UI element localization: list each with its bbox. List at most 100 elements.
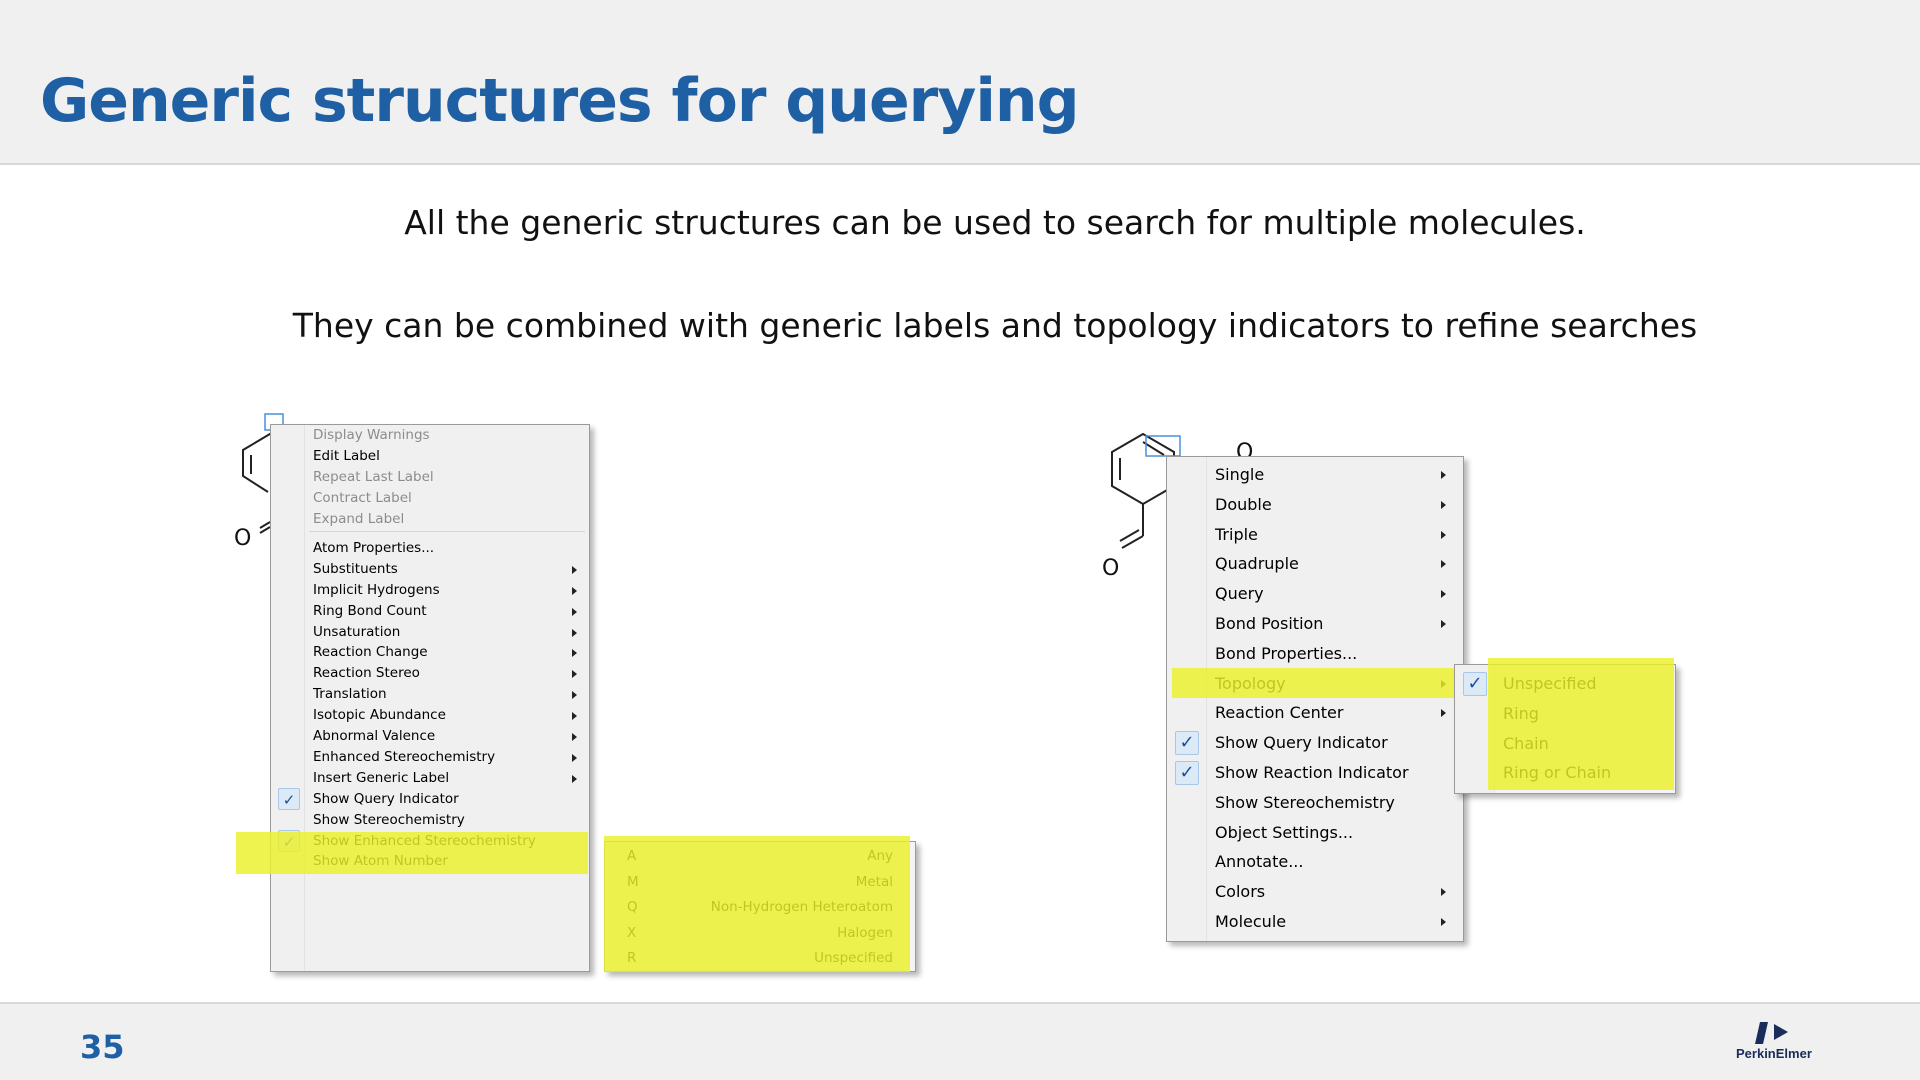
menu-item-repeat-last-label[interactable]: Repeat Last Label [271, 465, 589, 490]
menu-item-isotopic-abundance[interactable]: Isotopic Abundance [271, 703, 589, 728]
checkmark-icon: ✓ [1175, 731, 1199, 756]
submenu-arrow-icon [572, 670, 577, 678]
submenu-arrow-icon [1441, 888, 1446, 897]
menu-item-label: Annotate... [1215, 852, 1304, 872]
menu-item-label: Ring Bond Count [313, 603, 427, 619]
submenu-arrow-icon [1441, 560, 1446, 569]
menu-item-translation[interactable]: Translation [271, 682, 589, 707]
submenu-arrow-icon [572, 566, 577, 574]
menu-item-implicit-hydrogens[interactable]: Implicit Hydrogens [271, 578, 589, 603]
menu-item-label: Double [1215, 494, 1272, 514]
slide-header: Generic structures for querying [0, 0, 1920, 165]
menu-item-label: Isotopic Abundance [313, 707, 446, 723]
menu-item-label: Bond Properties... [1215, 643, 1358, 663]
menu-item-label: Show Query Indicator [313, 791, 459, 807]
submenu-arrow-icon [572, 587, 577, 595]
left-molecule-oxygen: O [234, 526, 252, 551]
bond-menu-item-quadruple[interactable]: Quadruple [1167, 549, 1463, 579]
submenu-arrow-icon [1441, 620, 1446, 628]
menu-item-label: Translation [313, 686, 387, 702]
highlight-topology [1172, 668, 1454, 698]
menu-item-label: Enhanced Stereochemistry [313, 749, 496, 765]
menu-gutter [1167, 457, 1207, 941]
menu-item-label: Abnormal Valence [313, 728, 436, 744]
menu-item-label: Molecule [1215, 912, 1287, 931]
menu-item-label: Object Settings... [1215, 822, 1354, 842]
perkinelmer-logo [1755, 1022, 1788, 1044]
menu-item-ring-bond-count[interactable]: Ring Bond Count [271, 599, 589, 624]
menu-item-display-warnings[interactable]: Display Warnings [271, 423, 589, 448]
submenu-arrow-icon [1441, 530, 1446, 539]
menu-item-reaction-change[interactable]: Reaction Change [271, 640, 589, 665]
menu-item-label: Reaction Change [313, 644, 428, 660]
bond-menu-item-object-settings[interactable]: Object Settings... [1167, 818, 1463, 848]
menu-item-label: Implicit Hydrogens [313, 582, 440, 598]
bond-menu-item-show-query-indicator[interactable]: ✓ Show Query Indicator [1167, 728, 1463, 758]
menu-item-insert-generic-label[interactable]: Insert Generic Label [271, 766, 589, 791]
bond-menu-item-molecule[interactable]: Molecule [1167, 907, 1463, 937]
menu-item-label: Colors [1215, 882, 1266, 902]
highlight-generic-label-submenu [604, 836, 910, 972]
menu-item-label: Triple [1215, 524, 1258, 544]
menu-item-label: Atom Properties... [313, 540, 435, 556]
menu-item-label: Insert Generic Label [313, 770, 450, 786]
bond-menu-item-bond-properties[interactable]: Bond Properties... [1167, 639, 1463, 669]
bond-menu-item-query[interactable]: Query [1167, 579, 1463, 609]
submenu-arrow-icon [572, 608, 577, 616]
right-molecule-oxygen-left: O [1102, 556, 1120, 581]
checkmark-icon: ✓ [1175, 761, 1199, 785]
menu-item-reaction-stereo[interactable]: Reaction Stereo [271, 661, 589, 686]
menu-item-contract-label[interactable]: Contract Label [271, 486, 589, 511]
checkmark-icon: ✓ [278, 788, 300, 810]
menu-item-expand-label[interactable]: Expand Label [271, 507, 589, 532]
bond-menu-item-triple[interactable]: Triple [1167, 520, 1463, 550]
slide-footer: 35 PerkinElmer [0, 1002, 1920, 1080]
submenu-arrow-icon [572, 775, 577, 783]
body-text-line-1: All the generic structures can be used t… [404, 203, 1586, 242]
page-number: 35 [80, 1028, 125, 1066]
bond-menu-item-annotate[interactable]: Annotate... [1167, 847, 1463, 877]
menu-item-label: Show Stereochemistry [313, 812, 465, 828]
menu-item-label: Single [1215, 465, 1265, 484]
slide-title: Generic structures for querying [40, 66, 1080, 136]
menu-item-label: Show Stereochemistry [1215, 792, 1395, 812]
bond-menu-item-show-stereochemistry[interactable]: Show Stereochemistry [1167, 788, 1463, 818]
submenu-arrow-icon [572, 691, 577, 699]
bond-menu-item-show-reaction-indicator[interactable]: ✓Show Reaction Indicator [1167, 758, 1463, 788]
menu-item-label: Expand Label [313, 511, 405, 527]
menu-item-substituents[interactable]: Substituents [271, 557, 589, 582]
menu-item-label: Reaction Center [1215, 703, 1344, 723]
submenu-arrow-icon [1441, 500, 1446, 509]
submenu-arrow-icon [572, 733, 577, 741]
bond-menu-item-double[interactable]: Double [1167, 490, 1463, 520]
menu-item-label: Quadruple [1215, 554, 1299, 574]
submenu-arrow-icon [1441, 709, 1446, 718]
submenu-arrow-icon [1441, 918, 1446, 926]
menu-item-show-query-indicator[interactable]: ✓ Show Query Indicator [271, 787, 589, 812]
menu-item-label: Repeat Last Label [313, 469, 434, 485]
menu-item-show-stereochemistry[interactable]: Show Stereochemistry [271, 808, 589, 833]
bond-menu-item-colors[interactable]: Colors [1167, 877, 1463, 907]
menu-item-label: Edit Label [313, 448, 380, 464]
menu-item-abnormal-valence[interactable]: Abnormal Valence [271, 724, 589, 749]
menu-item-label: Show Query Indicator [1215, 733, 1388, 753]
highlight-topology-submenu [1488, 658, 1674, 790]
body-text-line-2: They can be combined with generic labels… [292, 306, 1698, 345]
highlight-insert-generic-label [236, 832, 588, 874]
submenu-arrow-icon [1441, 590, 1446, 599]
bond-menu-item-single[interactable]: Single [1167, 460, 1463, 490]
menu-item-atom-properties[interactable]: Atom Properties... [271, 536, 589, 561]
menu-gutter [271, 425, 305, 971]
menu-item-enhanced-stereochemistry[interactable]: Enhanced Stereochemistry [271, 745, 589, 770]
perkinelmer-logo-text: PerkinElmer [1736, 1046, 1812, 1061]
bond-menu-item-reaction-center[interactable]: Reaction Center [1167, 698, 1463, 728]
bond-menu-item-bond-position[interactable]: Bond Position [1167, 609, 1463, 639]
menu-item-label: Bond Position [1215, 614, 1324, 633]
submenu-arrow-icon [572, 712, 577, 720]
menu-item-unsaturation[interactable]: Unsaturation [271, 620, 589, 645]
menu-item-edit-label[interactable]: Edit Label [271, 444, 589, 469]
submenu-arrow-icon [572, 754, 577, 762]
checkmark-icon: ✓ [1463, 672, 1487, 696]
